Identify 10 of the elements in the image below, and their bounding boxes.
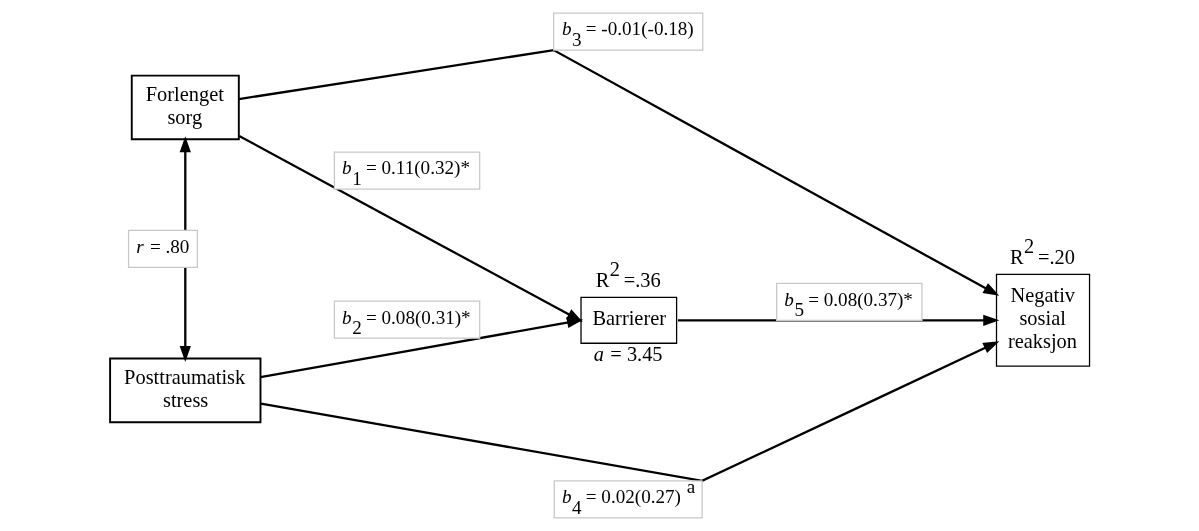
arrow	[238, 48, 1000, 296]
node-box: Barrierer	[580, 296, 678, 344]
edge-label: r = .80	[136, 235, 190, 257]
node-box: Negativ sosial reaksjon	[995, 273, 1091, 367]
arrow	[260, 341, 1000, 483]
node-label: a = 3.45	[593, 342, 663, 365]
arrow	[179, 136, 191, 362]
node-box: Posttraumatisk stress	[109, 357, 262, 424]
node-box: Forlenget sorg	[130, 74, 240, 141]
arrow	[260, 317, 584, 379]
